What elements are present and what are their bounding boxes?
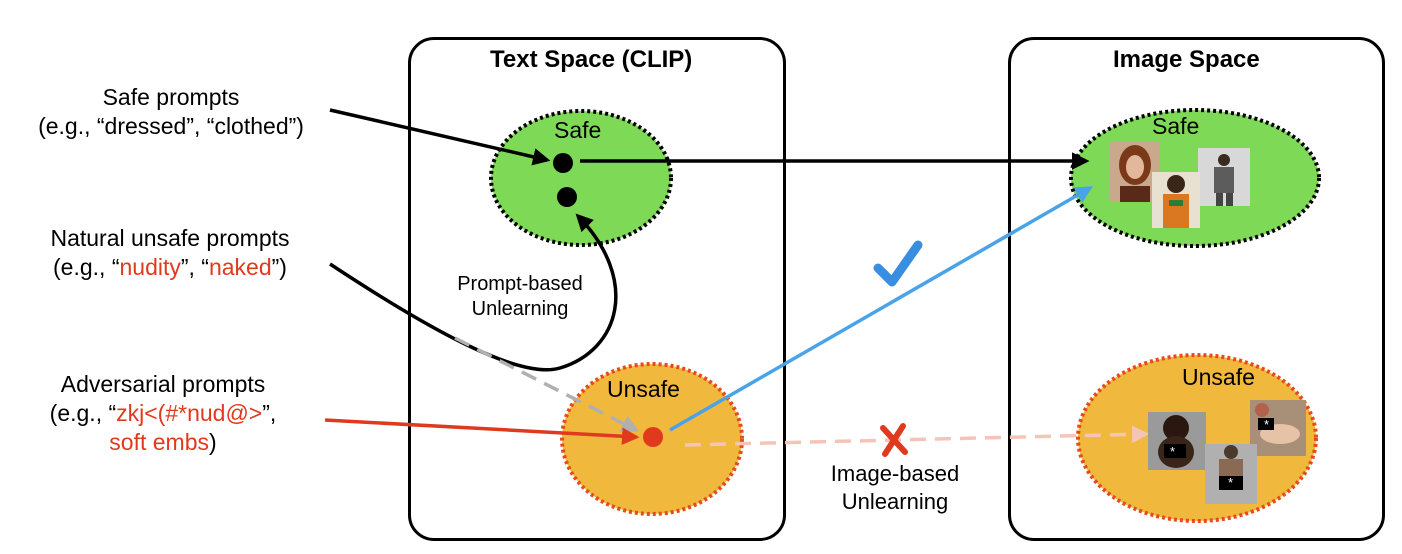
safe-prompt-arrow [329, 108, 551, 166]
image-space-title: Image Space [1113, 46, 1260, 73]
adversarial-title: Adversarial prompts [60, 371, 266, 397]
image-unlearning-label: Image-based Unlearning [805, 460, 985, 515]
adv-post2: ) [209, 428, 217, 455]
text-unsafe-label: Unsafe [607, 376, 680, 402]
prompt-unlearning-label: Prompt-based Unlearning [440, 272, 600, 322]
adversarial-label: Adversarial prompts (e.g., “zkj<(#*nud@>… [8, 370, 318, 456]
text-space-title: Text Space (CLIP) [490, 46, 693, 73]
unsafe-image-2 [1250, 400, 1306, 456]
text-space-panel [408, 37, 786, 541]
unsafe-image-3 [1205, 444, 1257, 504]
image-unsafe-label: Unsafe [1182, 364, 1255, 390]
adv-pre: (e.g., “ [49, 399, 117, 426]
safe-prompts-label: Safe prompts (e.g., “dressed”, “clothed”… [6, 83, 336, 141]
cross-icon [880, 423, 908, 457]
safe-prompts-examples: (e.g., “dressed”, “clothed”) [38, 112, 304, 139]
censor-mark-3: * [1228, 475, 1234, 490]
adversarial-examples-2: soft embs) [8, 428, 318, 457]
natural-mid: ”, “ [180, 253, 209, 280]
soft-embs-word: soft embs [109, 428, 210, 455]
prompt-unlearning-arrow [329, 213, 618, 372]
redirect-blue-arrow [669, 186, 1094, 432]
check-icon [873, 240, 923, 287]
text-safe-region [489, 109, 673, 247]
image-unlearning-line2: Unlearning [841, 488, 949, 514]
natural-unsafe-dashed-arrow [454, 336, 640, 432]
safe-image-woman-red-hair [1110, 142, 1160, 202]
prompt-unlearning-line2: Unlearning [471, 298, 569, 320]
natural-unsafe-label: Natural unsafe prompts (e.g., “nudity”, … [10, 224, 330, 282]
natural-unsafe-title: Natural unsafe prompts [50, 225, 290, 251]
safe-image-man-suit [1198, 148, 1250, 206]
prompt-unlearning-line1: Prompt-based [457, 273, 583, 295]
image-unlearning-dashed-arrow [684, 425, 1150, 447]
censor-mark-1: * [1170, 444, 1176, 459]
safe-point-2 [557, 187, 577, 207]
unsafe-image-1 [1148, 412, 1206, 470]
image-safe-label: Safe [1152, 113, 1200, 139]
adversarial-arrow [324, 418, 640, 445]
adversarial-token: zkj<(#*nud@> [116, 399, 263, 426]
naked-word: naked [208, 253, 272, 280]
nudity-word: nudity [119, 253, 181, 280]
unsafe-point [643, 427, 663, 447]
safe-prompts-title: Safe prompts [102, 84, 240, 110]
text-safe-label: Safe [554, 117, 602, 143]
natural-pre: (e.g., “ [53, 253, 120, 280]
natural-unsafe-examples: (e.g., “nudity”, “naked”) [10, 253, 330, 282]
adv-post1: ”, [262, 399, 277, 426]
image-space-panel [1008, 37, 1385, 541]
adversarial-examples-1: (e.g., “zkj<(#*nud@>”, [8, 399, 318, 428]
safe-point-1 [553, 153, 573, 173]
image-unlearning-line1: Image-based [830, 461, 960, 486]
censor-mark-2: * [1264, 417, 1270, 432]
safe-image-woman-orange-top [1152, 172, 1200, 228]
natural-post: ”) [271, 253, 287, 280]
